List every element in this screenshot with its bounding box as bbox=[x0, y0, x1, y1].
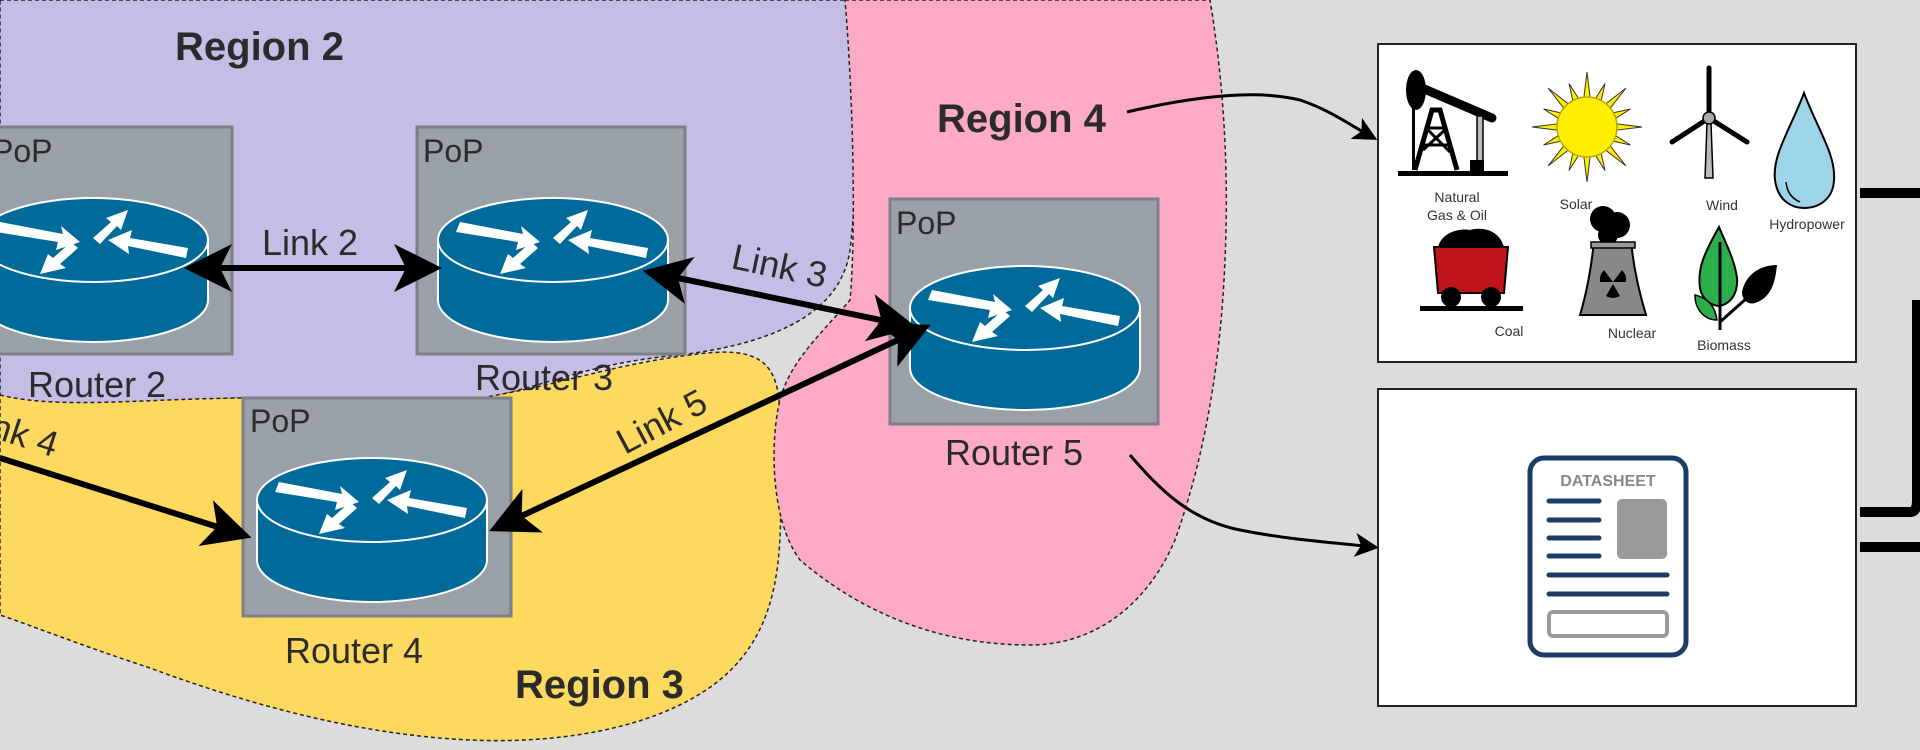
oil-pump-icon bbox=[1398, 70, 1508, 176]
source-label-gas-oil: Gas & Oil bbox=[1427, 207, 1487, 223]
router-5-to-datasheet-arrow bbox=[1128, 454, 1379, 557]
pop-label: PoP bbox=[250, 403, 310, 439]
pop-label: PoP bbox=[423, 133, 483, 169]
region-4-label: Region 4 bbox=[937, 97, 1107, 141]
source-label-hydro: Hydropower bbox=[1769, 216, 1845, 232]
pop-router-5[interactable]: PoP bbox=[888, 197, 1160, 426]
router-3-name: Router 3 bbox=[475, 357, 613, 398]
region-4-to-energy-arrow bbox=[1126, 93, 1378, 140]
source-label-nuclear: Nuclear bbox=[1608, 325, 1657, 341]
router-icon bbox=[909, 265, 1141, 411]
link-5-line[interactable] bbox=[489, 323, 931, 533]
pop-router-2[interactable]: PoP bbox=[0, 125, 234, 356]
cooling-tower-icon bbox=[1578, 206, 1648, 316]
datasheet-title: DATASHEET bbox=[1560, 473, 1656, 490]
router-icon bbox=[437, 197, 669, 343]
router-5-name: Router 5 bbox=[945, 432, 1083, 473]
source-label-biomass: Biomass bbox=[1697, 337, 1751, 353]
source-label-solar: Solar bbox=[1560, 196, 1593, 212]
router-icon bbox=[256, 457, 488, 603]
router-4-name: Router 4 bbox=[285, 630, 423, 671]
link-2-label: Link 2 bbox=[262, 222, 358, 263]
region-3-label: Region 3 bbox=[515, 663, 684, 707]
router-2-name: Router 2 bbox=[28, 364, 166, 405]
source-label-wind: Wind bbox=[1706, 197, 1738, 213]
datasheet-panel[interactable]: DATASHEET bbox=[1377, 388, 1857, 707]
source-label-gas-oil: Natural bbox=[1434, 189, 1479, 205]
right-edge-connectors bbox=[1860, 188, 1920, 552]
wind-turbine-icon bbox=[1669, 65, 1750, 179]
router-icon bbox=[0, 197, 209, 343]
energy-sources-panel[interactable]: Natural Gas & Oil Solar Wind Hydropower bbox=[1377, 43, 1857, 363]
pop-router-3[interactable]: PoP bbox=[415, 125, 687, 356]
pop-router-4[interactable]: PoP bbox=[241, 396, 513, 618]
water-drop-icon bbox=[1773, 90, 1836, 210]
link-3-line[interactable] bbox=[642, 256, 917, 342]
link-4-line[interactable] bbox=[0, 455, 252, 547]
pop-label: PoP bbox=[0, 133, 52, 169]
region-2-label: Region 2 bbox=[175, 25, 344, 69]
coal-cart-icon bbox=[1420, 228, 1523, 311]
leaf-icon bbox=[1694, 224, 1777, 330]
datasheet-icon: DATASHEET bbox=[1527, 455, 1689, 658]
source-label-coal: Coal bbox=[1495, 323, 1524, 339]
sun-icon bbox=[1531, 71, 1643, 183]
pop-label: PoP bbox=[896, 205, 956, 241]
